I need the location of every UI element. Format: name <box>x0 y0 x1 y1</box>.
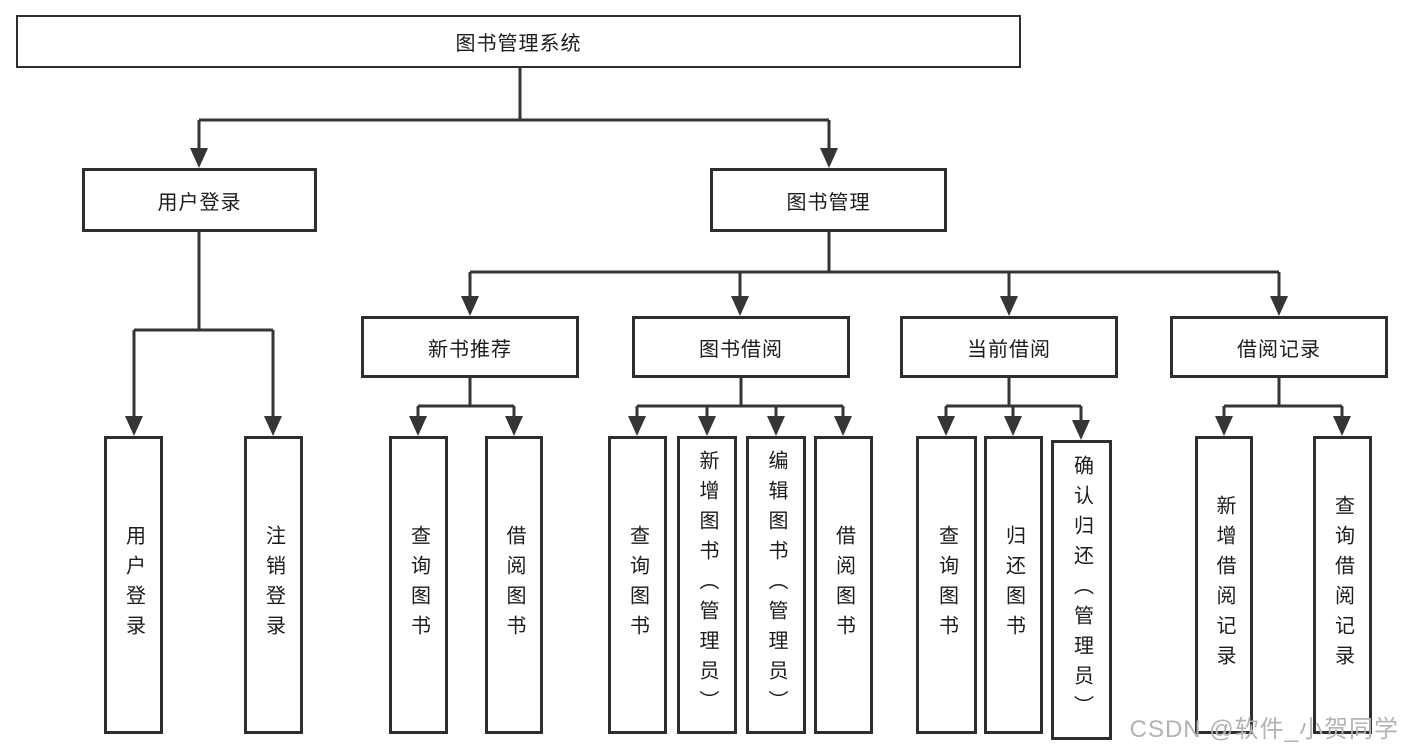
leaf-logout-label: 注销登录 <box>262 525 285 645</box>
edge-manage-to-level3 <box>468 232 1281 300</box>
edge-newbook-to-leaves <box>416 378 516 420</box>
leaf-confirm-return-admin-label: 确认归还（管理员） <box>1070 455 1093 725</box>
node-root-label: 图书管理系统 <box>455 33 582 55</box>
node-root: 图书管理系统 <box>16 15 1021 68</box>
node-book-borrow: 图书借阅 <box>632 316 850 378</box>
leaf-add-book-admin-label: 新增图书（管理员） <box>696 450 718 720</box>
leaf-borrow-book-2: 借阅图书 <box>814 436 873 734</box>
leaf-user-login-label: 用户登录 <box>122 525 145 645</box>
node-current-borrow-label: 当前借阅 <box>967 338 1051 361</box>
edge-borrow-to-leaves <box>635 378 845 420</box>
leaf-edit-book-admin-label: 编辑图书（管理员） <box>765 450 787 720</box>
leaf-query-borrow-record: 查询借阅记录 <box>1313 436 1372 734</box>
arrowheads <box>125 148 1351 440</box>
leaf-query-book-2: 查询图书 <box>608 436 667 734</box>
node-new-book-recommend-label: 新书推荐 <box>428 338 512 361</box>
csdn-watermark: CSDN @软件_小贺同学 <box>1129 716 1399 743</box>
leaf-edit-book-admin: 编辑图书（管理员） <box>746 436 806 734</box>
node-new-book-recommend: 新书推荐 <box>361 316 579 378</box>
leaf-logout: 注销登录 <box>244 436 303 734</box>
leaf-confirm-return-admin: 确认归还（管理员） <box>1051 440 1112 740</box>
leaf-add-book-admin: 新增图书（管理员） <box>677 436 737 734</box>
node-book-manage-label: 图书管理 <box>786 191 871 214</box>
leaf-borrow-book-1: 借阅图书 <box>485 436 543 734</box>
node-borrow-record-label: 借阅记录 <box>1237 338 1321 361</box>
node-current-borrow: 当前借阅 <box>900 316 1118 378</box>
node-user-login: 用户登录 <box>82 168 317 232</box>
leaf-add-borrow-record: 新增借阅记录 <box>1195 436 1253 734</box>
leaf-borrow-book-2-label: 借阅图书 <box>832 525 855 645</box>
leaf-query-borrow-record-label: 查询借阅记录 <box>1331 495 1354 675</box>
leaf-query-book-3: 查询图书 <box>916 436 977 734</box>
leaf-query-book-2-label: 查询图书 <box>626 525 649 645</box>
edge-root-to-level2 <box>197 68 831 152</box>
node-user-login-label: 用户登录 <box>157 191 242 214</box>
leaf-user-login: 用户登录 <box>104 436 163 734</box>
leaf-query-book-1: 查询图书 <box>389 436 448 734</box>
leaf-return-book-label: 归还图书 <box>1002 525 1025 645</box>
leaf-query-book-1-label: 查询图书 <box>407 525 430 645</box>
leaf-add-borrow-record-label: 新增借阅记录 <box>1213 495 1235 675</box>
edge-record-to-leaves <box>1222 378 1344 420</box>
leaf-return-book: 归还图书 <box>984 436 1043 734</box>
edge-login-to-leaves <box>132 232 275 420</box>
node-book-borrow-label: 图书借阅 <box>699 338 783 361</box>
edge-current-to-leaves <box>944 378 1083 424</box>
leaf-borrow-book-1-label: 借阅图书 <box>503 525 525 645</box>
node-book-manage: 图书管理 <box>710 168 947 232</box>
leaf-query-book-3-label: 查询图书 <box>935 525 958 645</box>
node-borrow-record: 借阅记录 <box>1170 316 1388 378</box>
